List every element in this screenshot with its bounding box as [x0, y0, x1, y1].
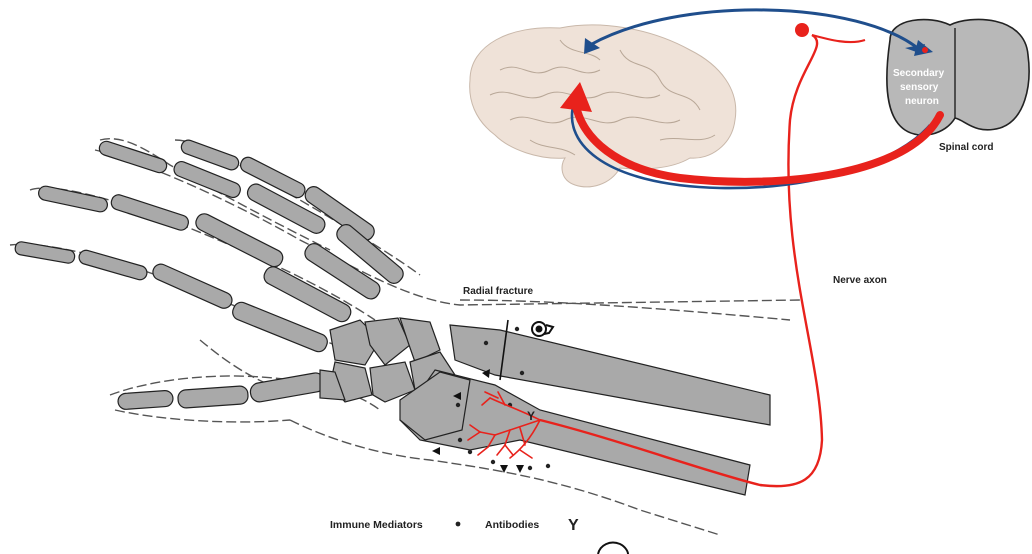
partial-cell-icon [598, 543, 628, 554]
legend-immune-mediator-dot [456, 522, 461, 527]
legend: Immune Mediators Antibodies Y [330, 517, 579, 534]
secondary-neuron-label-line1: Secondary [893, 68, 945, 79]
forearm-bones [400, 325, 770, 495]
legend-immune-mediators-label: Immune Mediators [330, 519, 423, 531]
nerve-axon-label: Nerve axon [833, 275, 887, 286]
legend-antibodies-label: Antibodies [485, 519, 539, 531]
antibody-glyph-near-nerve: Y [527, 409, 535, 423]
secondary-neuron-label-line2: sensory [900, 82, 939, 93]
secondary-neuron-label-line3: neuron [905, 96, 939, 107]
radial-fracture-label: Radial fracture [463, 286, 533, 297]
legend-antibody-glyph: Y [568, 517, 579, 534]
immune-cell-icon [532, 322, 553, 336]
spinal-cord-label: Spinal cord [939, 142, 993, 153]
dorsal-root-ganglion [795, 23, 809, 37]
